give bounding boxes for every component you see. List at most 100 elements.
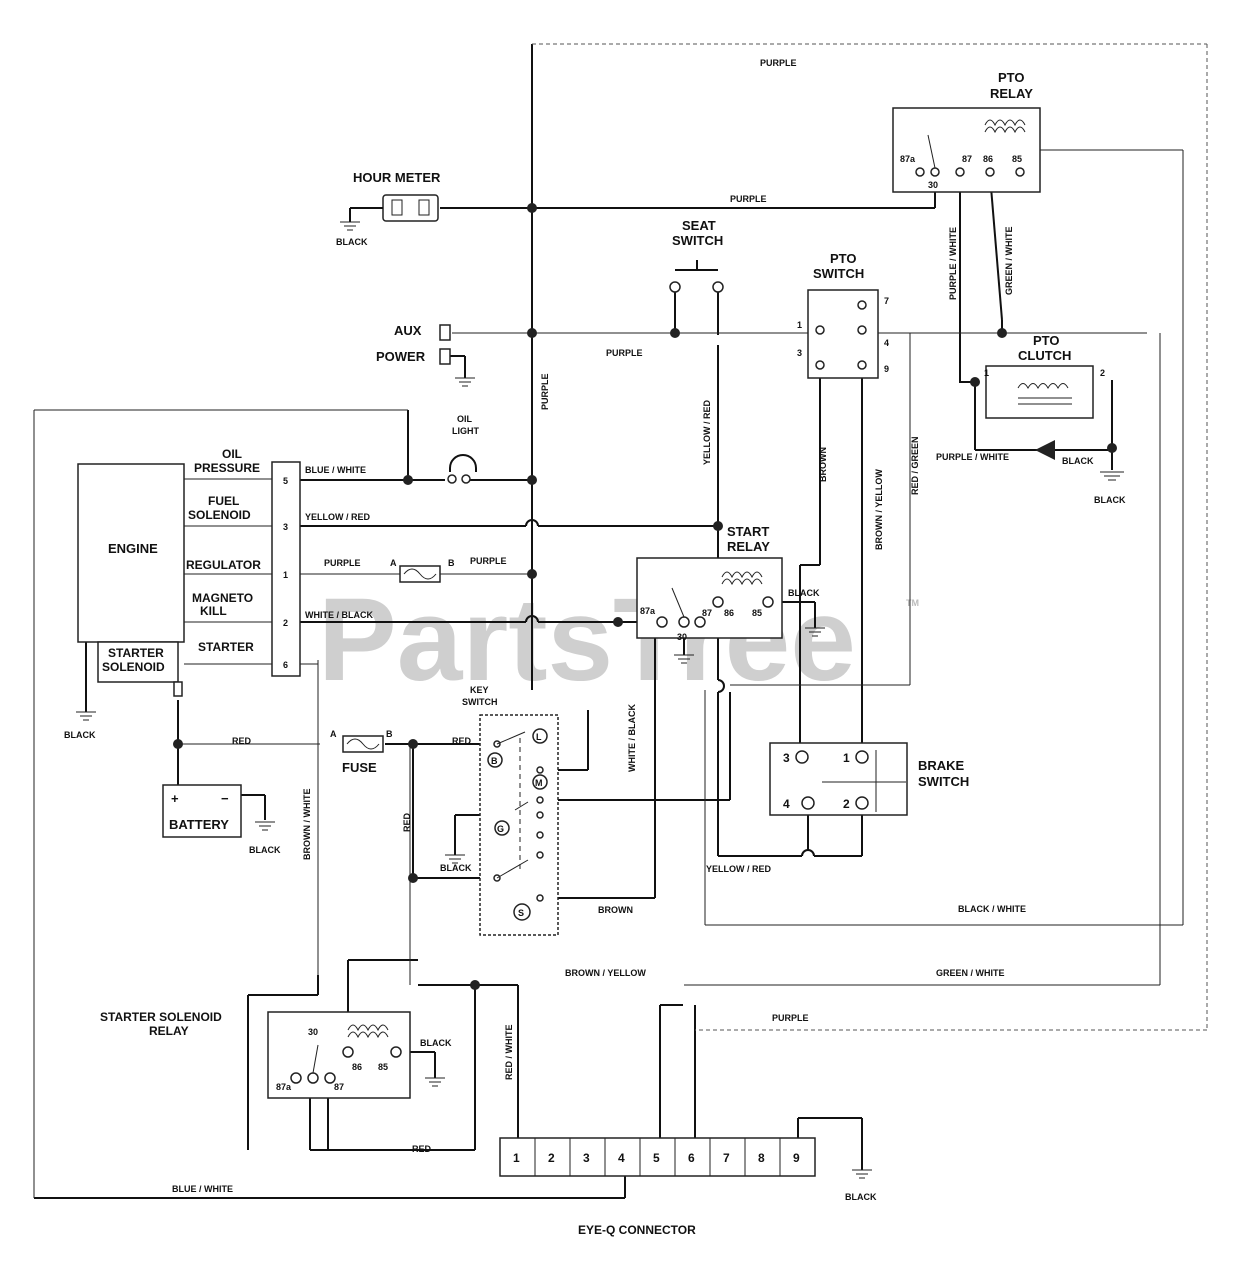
battery-minus: − bbox=[221, 791, 229, 806]
thin-wires bbox=[33, 43, 1208, 1198]
aux-label: AUX bbox=[394, 323, 422, 338]
wire-label-blue-white: BLUE / WHITE bbox=[305, 465, 366, 475]
wire-label-blue-white-bottom: BLUE / WHITE bbox=[172, 1184, 233, 1194]
pto-relay-pin-85: 85 bbox=[1012, 154, 1022, 164]
eye-q-pin-2: 2 bbox=[548, 1151, 555, 1165]
start-relay-label-1: START bbox=[727, 524, 769, 539]
key-switch: KEY SWITCH L B M G S bbox=[445, 685, 559, 936]
wire-label-brown-key: BROWN bbox=[598, 905, 633, 915]
wire-label-green-white-bottom: GREEN / WHITE bbox=[936, 968, 1005, 978]
pto-switch-pin-4: 4 bbox=[884, 338, 889, 348]
engine-terminal-4-pin: 2 bbox=[283, 618, 288, 628]
eye-q-pin-7: 7 bbox=[723, 1151, 730, 1165]
pto-clutch-label-1: PTO bbox=[1033, 333, 1060, 348]
wire-label-red-bottom: RED bbox=[412, 1144, 432, 1154]
key-pin-b: B bbox=[491, 756, 498, 766]
watermark-tm: TM bbox=[906, 598, 919, 608]
eye-q-pin-1: 1 bbox=[513, 1151, 520, 1165]
pto-relay-pin-30: 30 bbox=[928, 180, 938, 190]
ssr-pin-87a: 87a bbox=[276, 1082, 292, 1092]
wire-labels: PURPLE PURPLE PURPLE PURPLE BLUE / WHITE… bbox=[172, 58, 1126, 1194]
pto-switch: PTO SWITCH 1 3 7 4 9 bbox=[797, 251, 889, 379]
ssr-pin-30: 30 bbox=[308, 1027, 318, 1037]
engine-terminal-4-label: MAGNETO bbox=[192, 591, 253, 605]
wire-label-yellow-red-brake: YELLOW / RED bbox=[706, 864, 772, 874]
wire-label-purple-reg-1: PURPLE bbox=[324, 558, 361, 568]
hour-meter: HOUR METER BLACK bbox=[336, 170, 441, 247]
wires bbox=[34, 44, 1113, 1199]
wire-label-red-key: RED bbox=[452, 736, 472, 746]
pto-switch-pin-9: 9 bbox=[884, 364, 889, 374]
engine-label: ENGINE bbox=[108, 541, 158, 556]
wire-label-purple-white-vert: PURPLE / WHITE bbox=[948, 227, 958, 300]
engine-terminal-5-label: STARTER bbox=[198, 640, 254, 654]
wire-label-yellow-red-fuel: YELLOW / RED bbox=[305, 512, 371, 522]
main-fuse-end-b: B bbox=[386, 729, 393, 739]
brake-switch: 3 1 4 2 BRAKE SWITCH bbox=[769, 742, 969, 816]
wire-label-brown-white: BROWN / WHITE bbox=[302, 789, 312, 861]
brake-switch-label-2: SWITCH bbox=[918, 774, 969, 789]
key-pin-s: S bbox=[518, 908, 524, 918]
ssr-pin-86: 86 bbox=[352, 1062, 362, 1072]
ssr-pin-87: 87 bbox=[334, 1082, 344, 1092]
brake-pin-4: 4 bbox=[783, 797, 790, 811]
wire-label-red-white: RED / WHITE bbox=[504, 1025, 514, 1081]
pto-clutch-pin-2: 2 bbox=[1100, 368, 1105, 378]
engine: ENGINE STARTER SOLENOID BLACK bbox=[64, 461, 301, 740]
battery-ground-label: BLACK bbox=[249, 845, 281, 855]
hour-meter-ground-label: BLACK bbox=[336, 237, 368, 247]
engine-terminal-2-label-2: SOLENOID bbox=[188, 508, 251, 522]
hour-meter-label: HOUR METER bbox=[353, 170, 441, 185]
eye-q-pin-3: 3 bbox=[583, 1151, 590, 1165]
eye-q-pin-8: 8 bbox=[758, 1151, 765, 1165]
start-relay: START RELAY 87a 30 87 86 85 bbox=[636, 524, 825, 664]
battery-label: BATTERY bbox=[169, 817, 229, 832]
starter-solenoid-label-1: STARTER bbox=[108, 646, 164, 660]
wire-label-green-white-vert: GREEN / WHITE bbox=[1004, 226, 1014, 295]
main-fuse-end-a: A bbox=[330, 729, 337, 739]
key-switch-label-2: SWITCH bbox=[462, 697, 498, 707]
pto-switch-pin-7: 7 bbox=[884, 296, 889, 306]
wire-label-brown-yellow-vert: BROWN / YELLOW bbox=[874, 469, 884, 550]
start-relay-pin-87a: 87a bbox=[640, 606, 656, 616]
eye-q-ground-label: BLACK bbox=[845, 1192, 877, 1202]
fuse-label: FUSE bbox=[342, 760, 377, 775]
start-relay-label-2: RELAY bbox=[727, 539, 770, 554]
pto-clutch-label-2: CLUTCH bbox=[1018, 348, 1071, 363]
ssr-pin-85: 85 bbox=[378, 1062, 388, 1072]
key-pin-m: M bbox=[535, 778, 543, 788]
engine-terminal-1-pin: 5 bbox=[283, 476, 288, 486]
start-relay-pin-30: 30 bbox=[677, 632, 687, 642]
start-relay-pin-85: 85 bbox=[752, 608, 762, 618]
eye-q-pin-4: 4 bbox=[618, 1151, 625, 1165]
regulator-fuse: A B bbox=[390, 558, 455, 583]
engine-ground-label: BLACK bbox=[64, 730, 96, 740]
wire-label-purple-reg-2: PURPLE bbox=[470, 556, 507, 566]
seat-switch-label-1: SEAT bbox=[682, 218, 716, 233]
pto-relay-label-2: RELAY bbox=[990, 86, 1033, 101]
power-label: POWER bbox=[376, 349, 426, 364]
ssr-label-2: RELAY bbox=[149, 1024, 189, 1038]
wire-label-clutch-ground-black: BLACK bbox=[1094, 495, 1126, 505]
brake-pin-3: 3 bbox=[783, 751, 790, 765]
pto-clutch: PTO CLUTCH 1 2 bbox=[984, 333, 1124, 481]
pto-switch-label-1: PTO bbox=[830, 251, 857, 266]
brake-pin-1: 1 bbox=[843, 751, 850, 765]
key-pin-l: L bbox=[536, 732, 542, 742]
wire-label-yellow-red-vert: YELLOW / RED bbox=[702, 400, 712, 466]
main-fuse: A B FUSE bbox=[330, 729, 393, 775]
brake-switch-label-1: BRAKE bbox=[918, 758, 965, 773]
starter-solenoid-label-2: SOLENOID bbox=[102, 660, 165, 674]
starter-solenoid-relay: STARTER SOLENOID RELAY 30 87a 87 86 85 B… bbox=[100, 1010, 452, 1099]
pto-relay-pin-86: 86 bbox=[983, 154, 993, 164]
battery-plus: + bbox=[171, 791, 179, 806]
pto-relay: PTO RELAY 87a 30 87 86 85 bbox=[892, 70, 1041, 193]
wire-label-brown-yellow-bottom: BROWN / YELLOW bbox=[565, 968, 646, 978]
engine-terminal-4-label-2: KILL bbox=[200, 604, 227, 618]
wire-label-purple-hour: PURPLE bbox=[730, 194, 767, 204]
brake-pin-2: 2 bbox=[843, 797, 850, 811]
pto-relay-pin-87: 87 bbox=[962, 154, 972, 164]
eye-q-pin-5: 5 bbox=[653, 1151, 660, 1165]
engine-terminal-1-label-2: PRESSURE bbox=[194, 461, 260, 475]
wire-label-purple-bottom: PURPLE bbox=[772, 1013, 809, 1023]
